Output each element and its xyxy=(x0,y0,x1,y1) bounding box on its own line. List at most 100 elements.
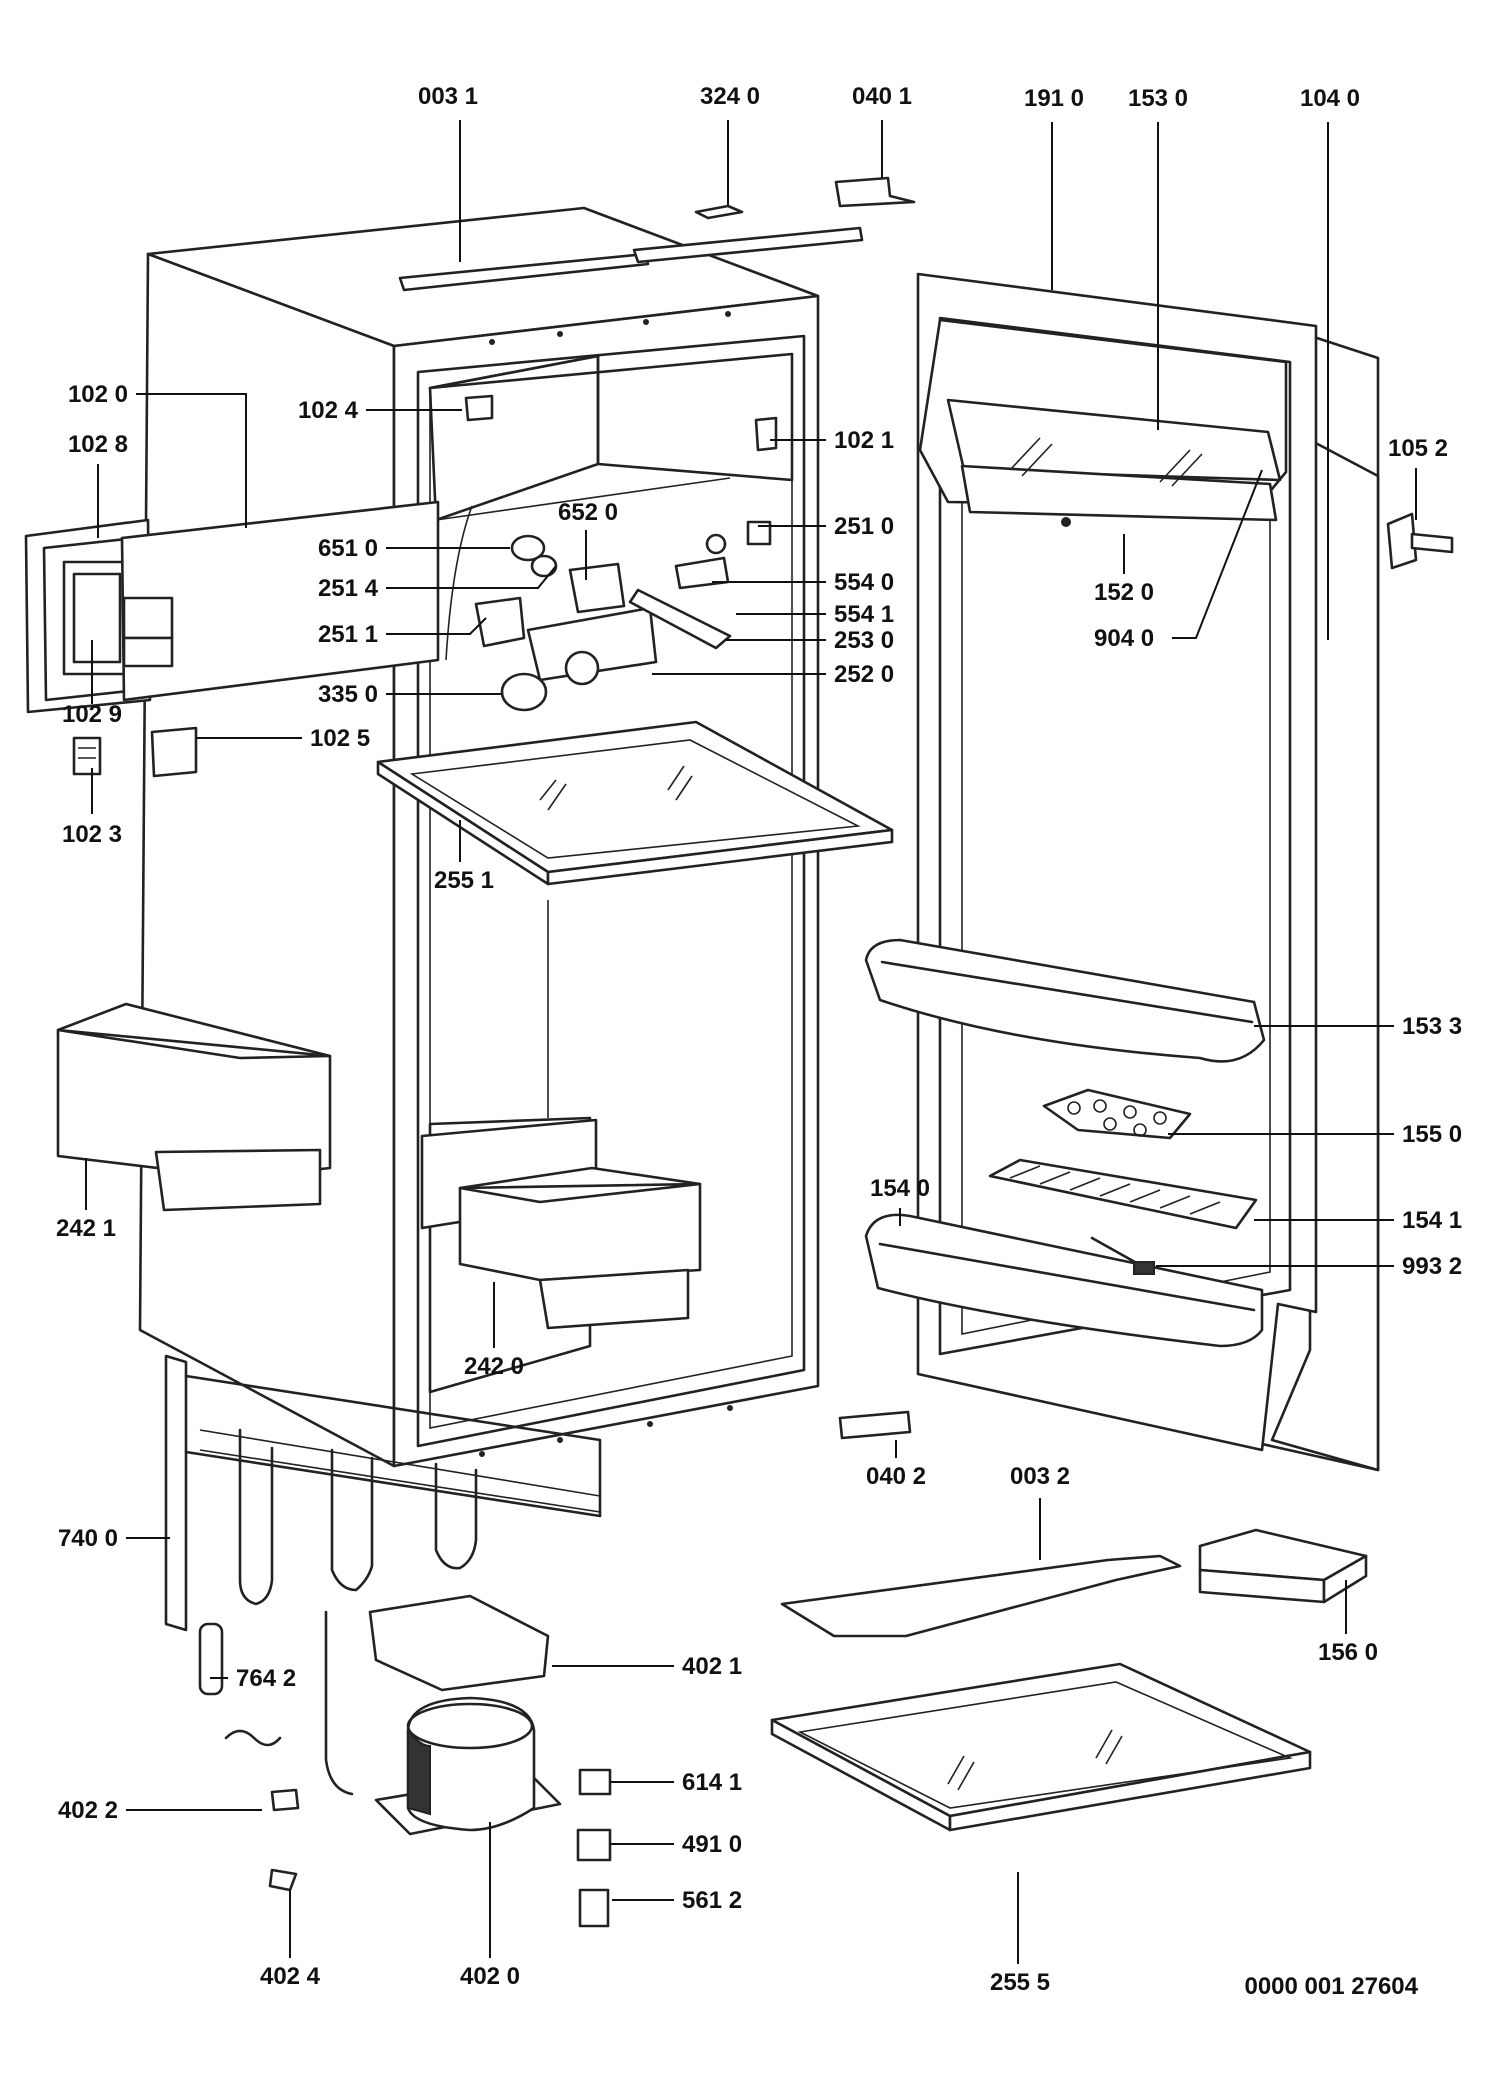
leader-line xyxy=(136,393,247,528)
part-callout-c2510: 251 0 xyxy=(758,513,894,540)
part-number-label: 105 2 xyxy=(1388,435,1448,462)
part-number-label: 152 0 xyxy=(1094,579,1154,606)
part-number-label: 554 1 xyxy=(834,601,894,628)
part-callout-c6520: 652 0 xyxy=(558,499,618,580)
part-callout-c0401: 040 1 xyxy=(852,83,912,178)
part-number-label: 156 0 xyxy=(1318,1639,1378,1666)
part-callout-c1023: 102 3 xyxy=(62,768,122,848)
part-callout-c1025: 102 5 xyxy=(196,725,370,752)
part-callout-c1020: 102 0 xyxy=(68,381,247,528)
part-number-label: 102 9 xyxy=(62,701,122,728)
hardware xyxy=(694,176,1454,1638)
condenser xyxy=(164,1354,602,1632)
part-number-label: 253 0 xyxy=(834,627,894,654)
part-number-label: 153 0 xyxy=(1128,85,1188,112)
part-number-label: 102 8 xyxy=(68,431,128,458)
part-number-label: 554 0 xyxy=(834,569,894,596)
part-number-label: 102 4 xyxy=(298,397,359,424)
part-number-label: 040 1 xyxy=(852,83,912,110)
part-number-label: 251 0 xyxy=(834,513,894,540)
part-number-label: 255 1 xyxy=(434,867,494,894)
part-callout-c7400: 740 0 xyxy=(58,1525,170,1552)
part-callout-c1560: 156 0 xyxy=(1318,1580,1378,1666)
part-number-label: 252 0 xyxy=(834,661,894,688)
bins xyxy=(56,1002,702,1330)
part-number-label: 324 0 xyxy=(700,83,760,110)
part-callout-c1029: 102 9 xyxy=(62,640,122,728)
part-number-label: 104 0 xyxy=(1300,85,1360,112)
part-number-label: 102 5 xyxy=(310,725,370,752)
part-number-label: 561 2 xyxy=(682,1887,742,1914)
part-number-label: 102 0 xyxy=(68,381,128,408)
part-callout-c9932: 993 2 xyxy=(1156,1253,1462,1280)
part-callout-c5541: 554 1 xyxy=(736,601,894,628)
part-callout-c7642: 764 2 xyxy=(210,1665,296,1692)
part-callout-c3240: 324 0 xyxy=(700,83,760,205)
glass-shelf-lower xyxy=(770,1662,1312,1832)
part-callout-c4021: 402 1 xyxy=(552,1653,742,1680)
part-callout-c1028: 102 8 xyxy=(68,431,128,538)
part-callout-c2420: 242 0 xyxy=(464,1282,524,1380)
part-callout-c1024: 102 4 xyxy=(298,397,462,424)
part-callout-c2421: 242 1 xyxy=(56,1158,116,1242)
door xyxy=(864,272,1380,1472)
part-number-label: 003 1 xyxy=(418,83,478,110)
part-number-label: 740 0 xyxy=(58,1525,118,1552)
part-number-label: 155 0 xyxy=(1402,1121,1462,1148)
part-number-label: 102 1 xyxy=(834,427,894,454)
part-callout-c2514: 251 4 xyxy=(318,565,557,602)
part-callout-c2520: 252 0 xyxy=(652,661,894,688)
part-callout-c1520: 152 0 xyxy=(1094,534,1154,606)
part-callout-c6510: 651 0 xyxy=(318,535,510,562)
part-number-label: 251 1 xyxy=(318,621,378,648)
part-callout-c1052: 105 2 xyxy=(1388,435,1448,520)
part-callout-c5540: 554 0 xyxy=(712,569,894,596)
part-callout-c2530: 253 0 xyxy=(726,627,894,654)
part-number-label: 614 1 xyxy=(682,1769,742,1796)
part-number-label: 102 3 xyxy=(62,821,122,848)
leader-line xyxy=(1172,469,1263,639)
part-number-label: 154 0 xyxy=(870,1175,930,1202)
part-number-label: 402 4 xyxy=(260,1963,321,1990)
part-number-label: 993 2 xyxy=(1402,1253,1462,1280)
part-callout-c9040: 904 0 xyxy=(1094,469,1263,652)
part-callout-c1040: 104 0 xyxy=(1300,85,1360,640)
part-callout-c3350: 335 0 xyxy=(318,681,502,708)
part-callout-c0402: 040 2 xyxy=(866,1440,926,1490)
part-callout-c1541: 154 1 xyxy=(1254,1207,1462,1234)
part-number-label: 491 0 xyxy=(682,1831,742,1858)
part-number-label: 651 0 xyxy=(318,535,378,562)
part-number-label: 904 0 xyxy=(1094,625,1154,652)
part-callout-c1533: 153 3 xyxy=(1254,1013,1462,1040)
part-callout-c6141: 614 1 xyxy=(610,1769,742,1796)
part-number-label: 040 2 xyxy=(866,1463,926,1490)
part-number-label: 191 0 xyxy=(1024,85,1084,112)
part-number-label: 652 0 xyxy=(558,499,618,526)
part-number-label: 154 1 xyxy=(1402,1207,1462,1234)
part-number-label: 255 5 xyxy=(990,1969,1050,1996)
compressor xyxy=(198,1594,612,1928)
part-number-label: 402 2 xyxy=(58,1797,118,1824)
part-callout-c1540: 154 0 xyxy=(870,1175,930,1226)
part-number-label: 153 3 xyxy=(1402,1013,1462,1040)
part-callout-c1530: 153 0 xyxy=(1128,85,1188,430)
part-number-label: 251 4 xyxy=(318,575,379,602)
part-callout-c1550: 155 0 xyxy=(1168,1121,1462,1148)
part-callout-c5612: 561 2 xyxy=(612,1887,742,1914)
part-callout-c4024: 402 4 xyxy=(260,1890,321,1990)
part-number-label: 764 2 xyxy=(236,1665,296,1692)
callout-layer: 003 1 324 0 040 1 191 0 153 0 104 0 102 0 102 8… xyxy=(56,83,1462,1996)
control-panel-group xyxy=(24,394,778,778)
part-number-label: 402 1 xyxy=(682,1653,742,1680)
part-number-label: 242 0 xyxy=(464,1353,524,1380)
part-callout-c1910: 191 0 xyxy=(1024,85,1084,290)
leader-line xyxy=(386,565,557,589)
part-number-label: 402 0 xyxy=(460,1963,520,1990)
part-callout-c2511: 251 1 xyxy=(318,617,487,648)
part-callout-c4910: 491 0 xyxy=(610,1831,742,1858)
part-callout-c1021: 102 1 xyxy=(770,427,894,454)
part-callout-c0031: 003 1 xyxy=(418,83,478,262)
part-number-label: 335 0 xyxy=(318,681,378,708)
part-callout-c4022: 402 2 xyxy=(58,1797,262,1824)
